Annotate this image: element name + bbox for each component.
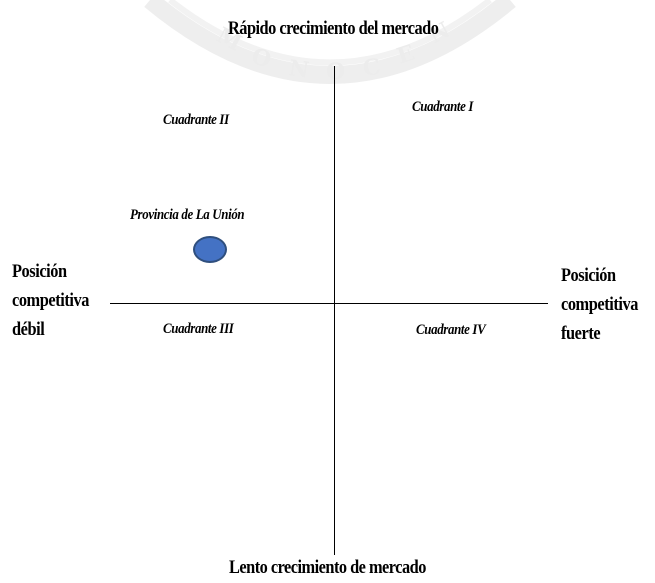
svg-text:C: C [361, 54, 382, 82]
svg-text:O: O [326, 59, 345, 85]
svg-text:O: O [248, 43, 274, 74]
horizontal-axis-line [110, 303, 548, 305]
left-axis-label-line-2: competitiva [12, 290, 89, 311]
svg-text:E: E [394, 40, 418, 70]
point-marker [193, 236, 227, 263]
bottom-axis-label: Lento crecimiento de mercado [229, 557, 426, 578]
vertical-axis-line [334, 66, 336, 555]
right-axis-label-line-2: competitiva [561, 294, 638, 315]
right-axis-label-line-1: Posición [561, 265, 616, 286]
left-axis-label-line-3: débil [12, 319, 45, 340]
right-axis-label: Posición competitiva fuerte [561, 261, 638, 348]
left-axis-label: Posición competitiva débil [12, 257, 89, 344]
point-label: Provincia de La Unión [130, 207, 245, 223]
quadrant-3-label: Cuadrante III [163, 321, 234, 337]
svg-text:N: N [287, 55, 311, 84]
quadrant-4-label: Cuadrante IV [416, 322, 486, 338]
right-axis-label-line-3: fuerte [561, 323, 601, 344]
top-axis-label: Rápido crecimiento del mercado [228, 18, 439, 39]
quadrant-1-label: Cuadrante I [412, 99, 474, 115]
left-axis-label-line-1: Posición [12, 261, 67, 282]
watermark-seal: M O N O C E N [144, 0, 516, 85]
quadrant-2-label: Cuadrante II [163, 112, 229, 128]
